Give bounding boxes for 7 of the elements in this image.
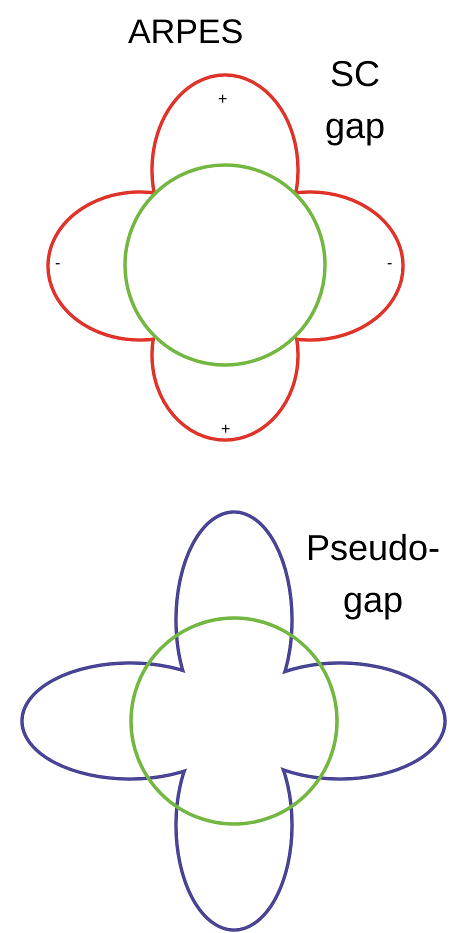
gap-label: SC gap [324,52,386,148]
gap-label: Pseudo-gap [304,526,442,622]
sign-label: - [387,254,392,274]
sign-label: + [218,90,228,110]
sign-label: + [221,420,230,440]
sign-label: - [55,254,60,274]
title: ARPES [128,12,244,53]
